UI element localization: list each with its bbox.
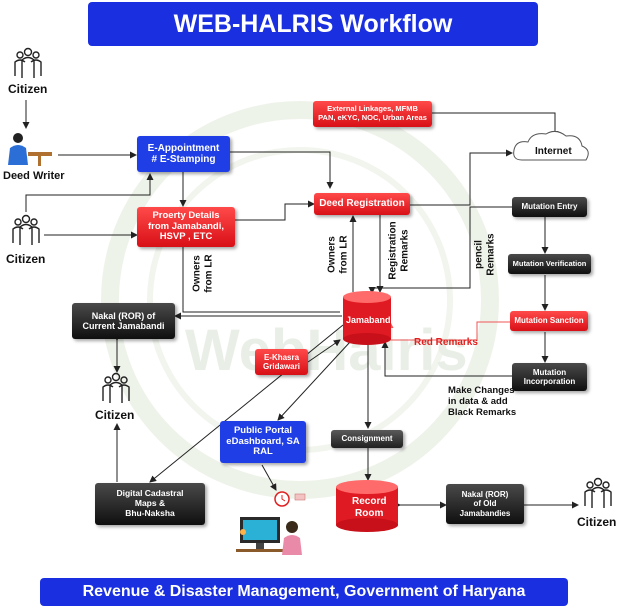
footer-banner: Revenue & Disaster Management, Governmen… (40, 578, 568, 606)
record-room-label: Record Room (352, 496, 387, 519)
public-portal-box: Public Portal eDashboard, SA RAL (220, 421, 306, 463)
jamabandi-label: Jamabandi (346, 315, 394, 325)
owners-from-lr-left-label: Owners from LR (191, 254, 215, 293)
owners-from-lr-center-label: Owners from LR (326, 235, 350, 274)
citizen-left-label: Citizen (95, 408, 135, 422)
red-remarks-label: Red Remarks (414, 337, 478, 348)
e-khasra-box: E-Khasra Gridawari (255, 349, 308, 375)
citizen-right-label: Citizen (577, 515, 617, 529)
internet-label: Internet (535, 146, 572, 157)
e-appointment-box: E-Appointment # E-Stamping (137, 136, 230, 172)
external-linkages-box: External Linkages, MFMB PAN, eKYC, NOC, … (313, 101, 432, 127)
citizen-top-label: Citizen (8, 82, 48, 96)
make-changes-label: Make Changes in data & add Black Remarks (448, 385, 517, 418)
nakal-old-box: Nakal (ROR) of Old Jamabandies (446, 484, 524, 524)
consignment-box: Consignment (331, 430, 403, 448)
watermark-text: WebHalris (185, 318, 468, 383)
page-title: WEB-HALRIS Workflow (88, 2, 538, 46)
deed-registration-box: Deed Registration (314, 193, 410, 215)
mutation-incorporation-box: Mutation Incorporation (512, 363, 587, 391)
mutation-entry-box: Mutation Entry (512, 197, 587, 217)
deed-writer-label: Deed Writer (3, 170, 65, 182)
mutation-sanction-box: Mutation Sanction (510, 311, 588, 331)
mutation-verification-box: Mutation Verification (508, 254, 591, 274)
property-details-box: Proerty Details from Jamabandi, HSVP , E… (137, 207, 235, 247)
digital-cadastral-box: Digital Cadastral Maps & Bhu-Naksha (95, 483, 205, 525)
nakal-current-box: Nakal (ROR) of Current Jamabandi (72, 303, 175, 339)
citizen-mid-label: Citizen (6, 252, 46, 266)
pencil-remarks-label: pencil Remarks (473, 233, 497, 276)
registration-remarks-label: Registration Remarks (387, 221, 411, 280)
